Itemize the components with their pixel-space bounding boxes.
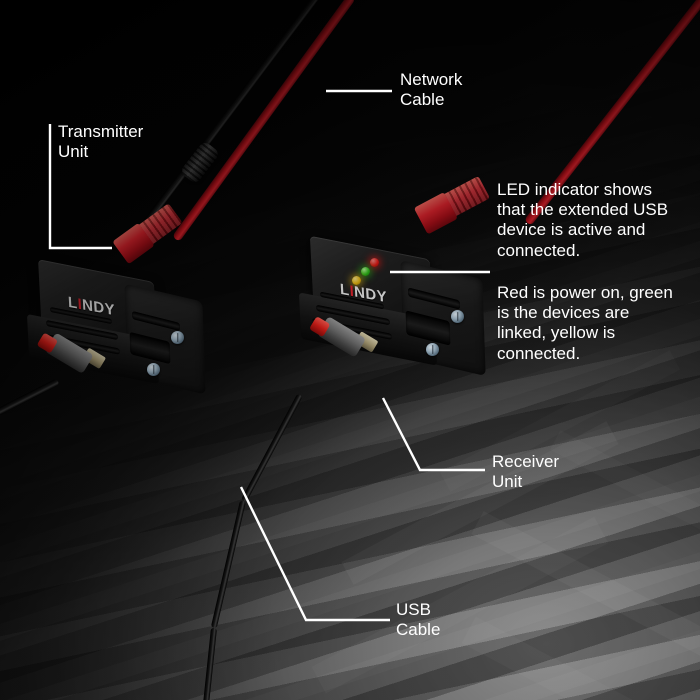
network-cable-callout-label: Network Cable <box>400 70 463 110</box>
receiver-device[interactable]: LINDY <box>296 175 496 410</box>
screw-icon <box>147 363 160 376</box>
led-link-green <box>361 267 370 276</box>
screw-icon <box>451 310 464 323</box>
led-indicator-callout-label: LED indicator shows that the extended US… <box>497 180 669 260</box>
screw-icon <box>426 343 439 356</box>
receiver-unit-callout-label: Receiver Unit <box>492 452 560 492</box>
led-power-red <box>370 258 379 267</box>
transmitter-unit-callout-label: Transmitter Unit <box>58 122 144 162</box>
usb-cable-callout-label: USB Cable <box>396 600 441 640</box>
screw-icon <box>171 331 184 344</box>
transmitter-device[interactable]: LINDY <box>22 203 212 415</box>
led-colour-legend-callout-label: Red is power on, green is the devices ar… <box>497 283 673 363</box>
